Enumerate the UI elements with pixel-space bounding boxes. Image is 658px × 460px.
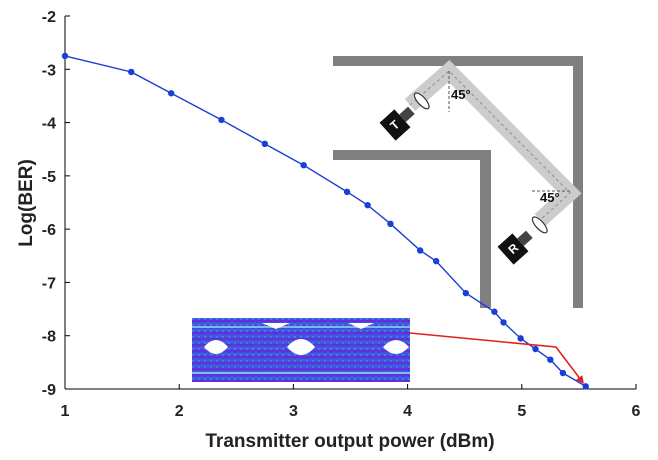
beam-axis (409, 70, 571, 221)
data-point (387, 220, 394, 228)
data-point (517, 335, 524, 342)
receiver: R (497, 216, 548, 265)
data-point (432, 257, 440, 265)
y-tick-label: -3 (42, 62, 56, 79)
receiver-body (497, 233, 529, 265)
data-point (582, 383, 589, 390)
receiver-lens (531, 216, 548, 234)
y-tick-label: -5 (42, 169, 56, 186)
data-point (491, 308, 498, 315)
angle-label-bottom: 45° (540, 190, 560, 205)
x-tick-label: 2 (175, 403, 184, 420)
outer-wall-top (333, 56, 583, 66)
y-tick-label: -7 (42, 275, 56, 292)
transmitter-body (379, 109, 411, 141)
data-point (500, 319, 507, 326)
transmitter: T (379, 92, 430, 141)
data-point (128, 68, 135, 76)
data-point (364, 201, 371, 209)
data-point (61, 52, 69, 60)
plot-area (61, 52, 589, 390)
inner-wall-top (333, 150, 491, 160)
x-tick-label: 6 (632, 403, 641, 420)
data-point (218, 116, 225, 124)
y-axis-title: Log(BER) (16, 159, 37, 247)
receiver-neck (517, 230, 533, 247)
eye-opening (204, 340, 228, 354)
eye-opening (262, 323, 290, 329)
data-point (462, 289, 470, 297)
x-tick-label: 4 (403, 403, 412, 420)
inner-wall-right (480, 150, 491, 308)
data-point (300, 162, 307, 169)
x-tick-label: 3 (289, 403, 298, 420)
y-tick-label: -2 (42, 9, 56, 26)
transmitter-lens (413, 92, 430, 110)
axes: 1 2 3 4 5 6 -2 -3 -4 -5 -6 -7 -8 -9 (42, 9, 641, 420)
setup-inset: 45° 45° T R (333, 56, 583, 308)
eye-opening (287, 339, 315, 355)
data-point (416, 247, 424, 254)
eye-arrow (409, 332, 584, 384)
data-point (168, 90, 175, 97)
y-tick-label: -9 (42, 382, 56, 399)
y-tick-label: -6 (42, 222, 56, 239)
y-tick-label: -4 (42, 116, 56, 133)
x-axis-title: Transmitter output power (dBm) (205, 431, 494, 452)
angle-label-top: 45° (451, 87, 471, 102)
data-point (532, 345, 539, 353)
data-point (261, 140, 269, 148)
eye-opening (383, 340, 409, 354)
transmitter-neck (399, 106, 415, 123)
outer-wall-right (573, 56, 583, 308)
eye-opening (348, 323, 374, 329)
y-tick-label: -8 (42, 329, 56, 346)
x-tick-label: 5 (517, 403, 526, 420)
data-point (559, 369, 567, 377)
eye-diagram (192, 318, 410, 382)
data-point (343, 188, 351, 196)
x-tick-label: 1 (61, 403, 70, 420)
data-point (547, 356, 554, 363)
